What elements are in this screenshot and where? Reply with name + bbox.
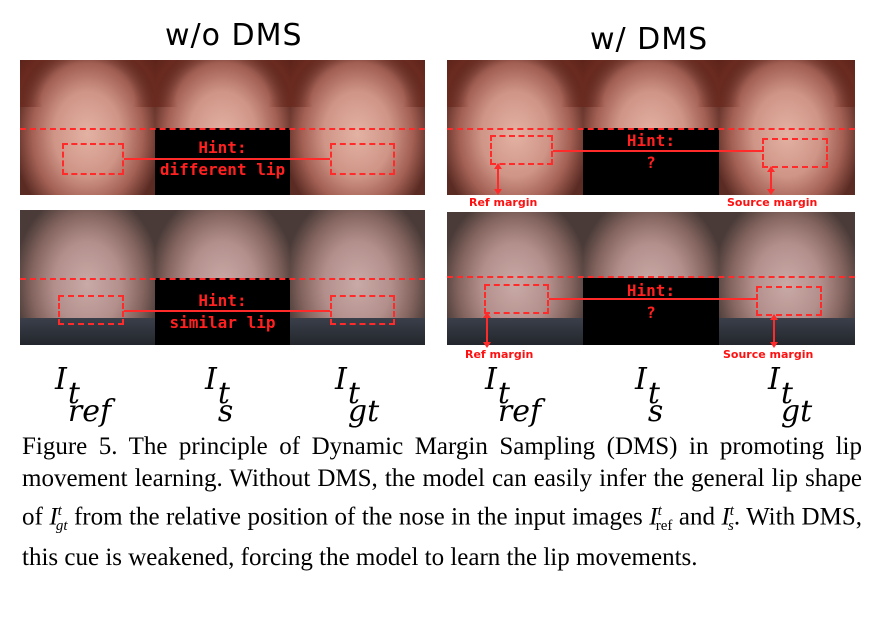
caption-text: from the relative position of the nose i… bbox=[67, 503, 650, 531]
nose-line bbox=[447, 128, 855, 130]
source-margin-arrow bbox=[767, 166, 775, 195]
lip-box bbox=[762, 138, 828, 168]
hint-text: Hint:? bbox=[626, 281, 676, 322]
title-with-dms: w/ DMS bbox=[590, 22, 709, 57]
hint-text: Hint:similar lip bbox=[169, 291, 276, 332]
face-ref-top-right bbox=[447, 60, 583, 195]
face-gt-bottom-left bbox=[290, 210, 425, 345]
connector-line bbox=[124, 310, 330, 312]
face-ref-bottom-right bbox=[447, 212, 583, 345]
lip-box bbox=[330, 143, 395, 175]
title-without-dms: w/o DMS bbox=[165, 18, 303, 53]
nose-line bbox=[447, 276, 855, 278]
masked-region bbox=[155, 128, 290, 195]
nose-line bbox=[20, 128, 425, 130]
masked-region bbox=[583, 128, 719, 195]
face-ref-bottom-left bbox=[20, 210, 155, 345]
caption-text: and bbox=[672, 503, 722, 531]
nose-line bbox=[20, 278, 425, 280]
face-gt-bottom-right bbox=[719, 212, 855, 345]
masked-region bbox=[583, 278, 719, 345]
hint-text: Hint:? bbox=[626, 131, 676, 172]
lip-box bbox=[756, 286, 822, 316]
caption-text: The principle of Dynamic Margin Sampling… bbox=[22, 433, 862, 531]
ref-margin-arrow bbox=[494, 163, 502, 195]
lip-box bbox=[62, 143, 124, 175]
face-gt-top-right bbox=[719, 60, 855, 195]
hint-text: Hint:different lip bbox=[159, 138, 286, 179]
source-margin-arrow bbox=[770, 314, 778, 348]
lip-box bbox=[490, 135, 553, 165]
connector-line bbox=[124, 158, 330, 160]
lip-box bbox=[484, 284, 549, 314]
face-ref-top-left bbox=[20, 60, 155, 195]
lip-box bbox=[330, 295, 395, 325]
face-gt-top-left bbox=[290, 60, 425, 195]
ref-margin-label: Ref margin bbox=[469, 196, 538, 209]
figure-caption: Figure 5. The principle of Dynamic Margi… bbox=[22, 433, 862, 572]
source-margin-label: Source margin bbox=[723, 348, 814, 361]
connector-line bbox=[549, 298, 756, 300]
ref-margin-arrow bbox=[483, 312, 491, 348]
figure-number: Figure 5. bbox=[22, 433, 118, 460]
caption-text: . With DMS, this cue is weakened, forcin… bbox=[22, 503, 862, 572]
source-margin-label: Source margin bbox=[727, 196, 818, 209]
ref-margin-label: Ref margin bbox=[465, 348, 534, 361]
lip-box bbox=[58, 295, 124, 325]
connector-line bbox=[553, 150, 762, 152]
